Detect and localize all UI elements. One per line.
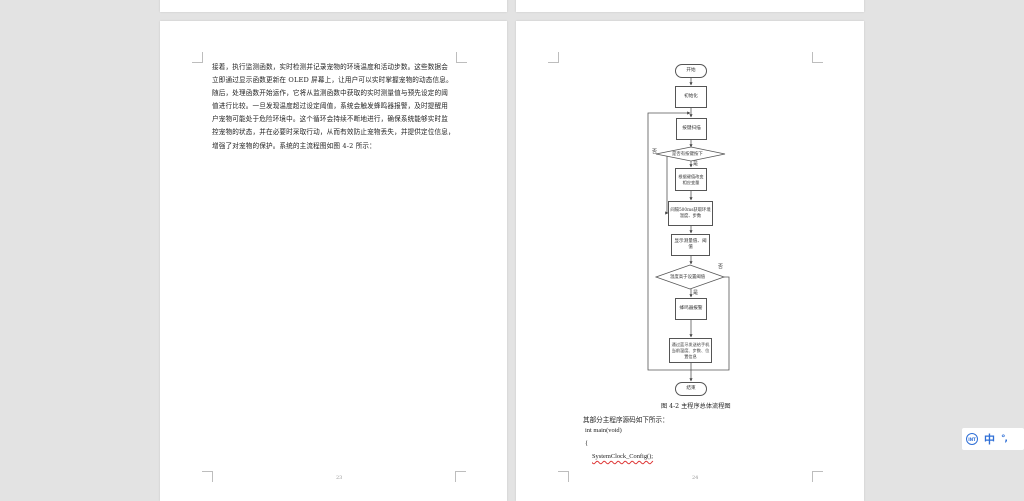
label-temp-yes: 是	[693, 290, 699, 296]
paragraph-line: 户宠物可能处于危险环境中。这个循环会持续不断地进行，确保系统能够实时监	[212, 115, 449, 124]
code-line-main[interactable]: int main(void)	[585, 427, 622, 434]
flow-buzzer-node: 蜂鸣器报警	[675, 298, 707, 320]
paragraph-line: 随后，处理函数开始运作，它将从监测函数中获取的实时测量值与预先设定的阈	[212, 89, 449, 98]
ime-logo-icon[interactable]: INT	[966, 433, 978, 445]
code-intro-line[interactable]: 其部分主程序源码如下所示：	[583, 416, 669, 424]
code-line-brace[interactable]: {	[585, 440, 589, 447]
margin-corner-top-right	[456, 52, 467, 63]
page-number: 24	[692, 475, 699, 481]
paragraph-line: 控宠物的状态，并在必要时采取行动，从而有效防止宠物丢失，并提供定位信息，	[212, 128, 455, 137]
flow-end-node: 结束	[675, 382, 707, 396]
figure-caption: 图 4-2 主程序总体流程图	[661, 403, 731, 410]
paragraph-line: 接着，执行监测函数，实时检测并记录宠物的环境温度和活动步数。这些数据会	[212, 63, 449, 71]
paragraph-line: 增强了对宠物的保护。系统的主流程图如图 4-2 所示：	[212, 141, 376, 150]
ime-language-toggle[interactable]: 中	[984, 433, 995, 446]
decision-temp-threshold	[654, 264, 726, 290]
decision-key-pressed-text: 是否有按键按下	[672, 152, 703, 157]
label-temp-no: 否	[718, 264, 724, 270]
flow-update-vars-node: 根据键值改变相应变量	[675, 168, 707, 191]
margin-corner-top-left	[192, 52, 203, 63]
flow-start-node: 开始	[675, 64, 707, 78]
flow-bluetooth-node: 通过蓝牙发送给手机当前温度、步数、位置信息	[669, 338, 712, 363]
paragraph-line: 立即通过显示函数更新在 OLED 屏幕上，让用户可以实时掌握宠物的动态信息。	[212, 76, 453, 85]
flow-key-scan-node: 按键扫描	[676, 118, 707, 140]
margin-corner-top-right	[812, 52, 823, 63]
label-key-yes: 是	[693, 161, 699, 167]
decision-key-pressed	[655, 146, 726, 162]
ime-toolbar[interactable]: INT 中 °,	[962, 428, 1024, 450]
code-line-systemclock[interactable]: SystemClock_Config();	[592, 453, 654, 460]
document-page-23: 23	[160, 21, 507, 501]
previous-page-left	[160, 0, 507, 12]
margin-corner-bottom-right	[812, 471, 823, 482]
flowchart-connectors	[647, 78, 730, 382]
flow-display-node: 显示测量值、阈值	[671, 234, 710, 256]
label-key-no: 否	[652, 149, 658, 155]
paragraph-line: 值进行比较。一旦发现温度超过设定阈值，系统会触发蜂鸣器报警，及时提醒用	[212, 102, 449, 111]
body-paragraph[interactable]: 接着，执行监测函数，实时检测并记录宠物的环境温度和活动步数。这些数据会 立即通过…	[212, 61, 468, 153]
ime-punctuation-toggle[interactable]: °,	[1001, 434, 1008, 444]
margin-corner-bottom-left	[558, 471, 569, 482]
previous-page-right	[516, 0, 864, 12]
decision-temp-text: 温度高于设置阈值	[670, 275, 706, 280]
margin-corner-top-left	[548, 52, 559, 63]
margin-corner-bottom-right	[455, 471, 466, 482]
page-number: 23	[336, 475, 343, 481]
flow-acquire-node: 间隔500ms获取环境温度、步数	[668, 201, 713, 226]
flow-init-node: 初始化	[675, 86, 707, 108]
margin-corner-bottom-left	[202, 471, 213, 482]
